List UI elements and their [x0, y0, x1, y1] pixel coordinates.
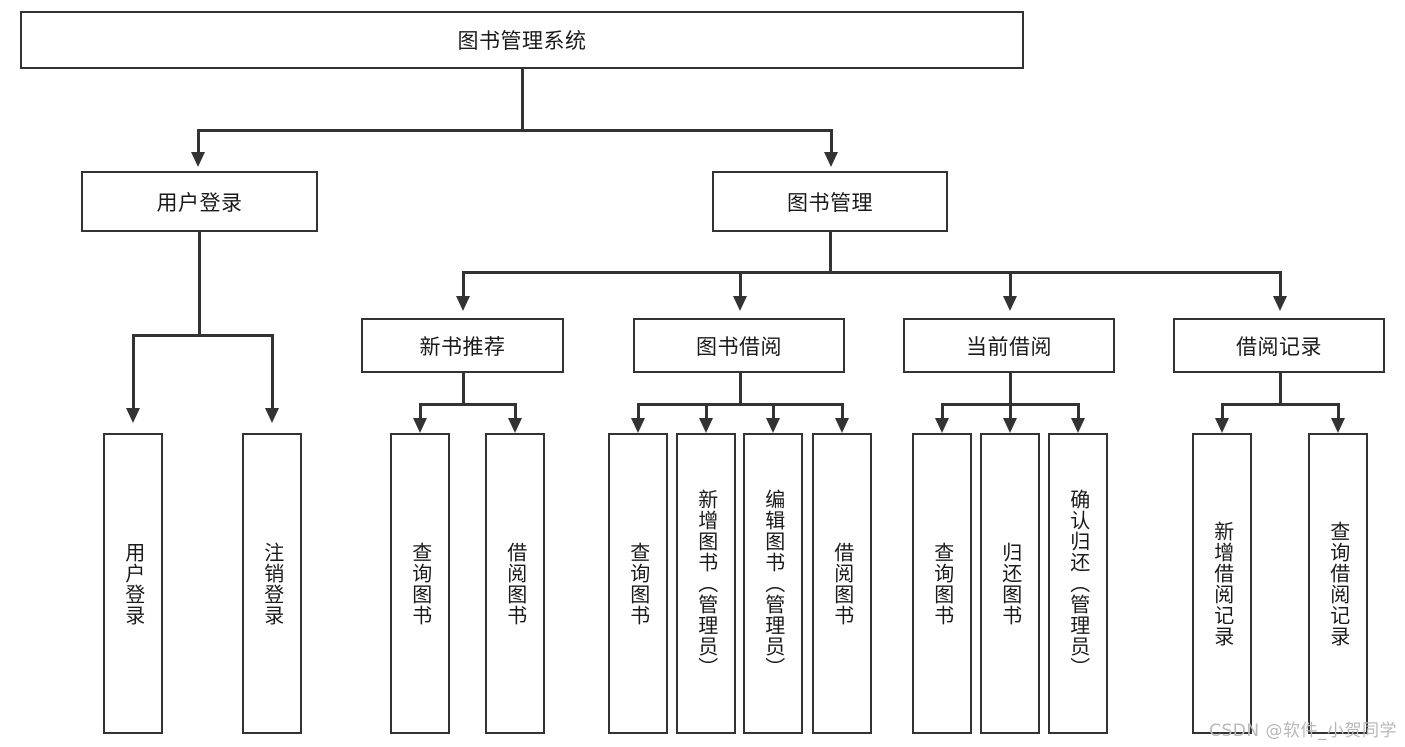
- node-label: 新书推荐: [419, 334, 506, 359]
- node-label: 借阅图书: [503, 541, 528, 626]
- connector-to-current-borrow: [1009, 271, 1012, 299]
- node-label: 查询图书: [408, 541, 433, 626]
- node-label: 图书管理: [787, 190, 873, 215]
- node-book-borrow[interactable]: 图书借阅: [633, 318, 845, 373]
- node-label: 图书管理系统: [457, 29, 587, 53]
- arrowhead-to-current-borrow: [1003, 296, 1017, 311]
- node-borrow-record[interactable]: 借阅记录: [1173, 318, 1385, 373]
- connector-level3-bus: [463, 271, 1281, 274]
- arrowhead-user-login-to-leaf-2: [265, 408, 279, 423]
- node-label: 借阅记录: [1236, 334, 1322, 359]
- arrowhead-bb-to-leaf-4: [835, 418, 849, 433]
- node-leaf-bb-edit-book-admin[interactable]: 编辑图书（管理员）: [743, 433, 803, 734]
- connector-to-borrow-record: [1279, 271, 1282, 299]
- connector-nbr-to-leaf-2: [514, 403, 517, 421]
- connector-cb-to-leaf-2: [1009, 403, 1012, 421]
- node-leaf-cb-return-book[interactable]: 归还图书: [980, 433, 1040, 734]
- node-leaf-br-add-record[interactable]: 新增借阅记录: [1192, 433, 1252, 734]
- connector-nbr-to-leaf-1: [419, 403, 422, 421]
- connector-borrow-record-bus: [1222, 403, 1339, 406]
- node-new-book-recommend[interactable]: 新书推荐: [361, 318, 564, 373]
- arrowhead-nbr-to-leaf-1: [413, 418, 427, 433]
- node-label: 注销登录: [260, 541, 285, 626]
- connector-book-borrow-stem: [739, 373, 742, 405]
- node-leaf-nbr-query-book[interactable]: 查询图书: [390, 433, 450, 734]
- arrowhead-user-login-to-leaf-1: [126, 408, 140, 423]
- node-leaf-bb-borrow-book[interactable]: 借阅图书: [812, 433, 872, 734]
- connector-user-login-to-leaf-2: [271, 334, 274, 411]
- connector-cb-to-leaf-3: [1077, 403, 1080, 421]
- arrowhead-to-new-book-recommend: [456, 296, 470, 311]
- connector-root-to-user-login: [197, 129, 200, 155]
- arrowhead-root-to-book-management: [824, 152, 838, 167]
- node-root-book-management-system[interactable]: 图书管理系统: [20, 11, 1024, 69]
- node-book-management[interactable]: 图书管理: [712, 171, 948, 232]
- connector-new-book-recommend-stem: [462, 373, 465, 405]
- node-label: 图书借阅: [696, 334, 782, 359]
- node-label: 用户登录: [121, 541, 146, 626]
- connector-book-borrow-bus: [638, 403, 843, 406]
- node-leaf-bb-query-book[interactable]: 查询图书: [608, 433, 668, 734]
- node-label: 查询图书: [930, 541, 955, 626]
- connector-user-login-bus: [133, 334, 273, 337]
- connector-user-login-stem: [198, 232, 201, 336]
- arrowhead-nbr-to-leaf-2: [508, 418, 522, 433]
- arrowhead-to-borrow-record: [1273, 296, 1287, 311]
- connector-bb-to-leaf-2: [705, 403, 708, 421]
- node-leaf-bb-add-book-admin[interactable]: 新增图书（管理员）: [676, 433, 736, 734]
- node-leaf-cb-confirm-return-admin[interactable]: 确认归还（管理员）: [1048, 433, 1108, 734]
- node-label: 新增借阅记录: [1210, 520, 1235, 647]
- connector-to-book-borrow: [739, 271, 742, 299]
- arrowhead-br-to-leaf-2: [1331, 418, 1345, 433]
- node-leaf-cb-query-book[interactable]: 查询图书: [912, 433, 972, 734]
- connector-bb-to-leaf-3: [772, 403, 775, 421]
- connector-br-to-leaf-2: [1337, 403, 1340, 421]
- connector-bb-to-leaf-4: [841, 403, 844, 421]
- node-label: 编辑图书（管理员）: [761, 489, 786, 678]
- connector-current-borrow-stem: [1009, 373, 1012, 405]
- connector-root-stem: [521, 69, 524, 131]
- node-user-login[interactable]: 用户登录: [81, 171, 318, 232]
- node-label: 借阅图书: [830, 541, 855, 626]
- arrowhead-bb-to-leaf-2: [699, 418, 713, 433]
- connector-new-book-recommend-bus: [420, 403, 516, 406]
- arrowhead-cb-to-leaf-2: [1003, 418, 1017, 433]
- connector-borrow-record-stem: [1279, 373, 1282, 405]
- arrowhead-cb-to-leaf-3: [1071, 418, 1085, 433]
- node-leaf-nbr-borrow-book[interactable]: 借阅图书: [485, 433, 545, 734]
- connector-br-to-leaf-1: [1221, 403, 1224, 421]
- arrowhead-bb-to-leaf-1: [631, 418, 645, 433]
- node-label: 新增图书（管理员）: [694, 489, 719, 678]
- node-label: 归还图书: [998, 541, 1023, 626]
- node-leaf-user-login[interactable]: 用户登录: [103, 433, 163, 734]
- connector-user-login-to-leaf-1: [132, 334, 135, 411]
- connector-cb-to-leaf-1: [941, 403, 944, 421]
- node-leaf-logout[interactable]: 注销登录: [242, 433, 302, 734]
- arrowhead-to-book-borrow: [733, 296, 747, 311]
- connector-root-to-book-management: [830, 129, 833, 155]
- connector-root-bus: [198, 129, 833, 132]
- connector-book-management-stem: [829, 232, 832, 274]
- node-label: 查询图书: [626, 541, 651, 626]
- node-label: 用户登录: [156, 190, 243, 215]
- arrowhead-cb-to-leaf-1: [935, 418, 949, 433]
- watermark-text: CSDN @软件_小贺同学: [1209, 721, 1397, 741]
- node-label: 确认归还（管理员）: [1066, 489, 1091, 678]
- arrowhead-root-to-user-login: [191, 152, 205, 167]
- connector-bb-to-leaf-1: [637, 403, 640, 421]
- node-label: 当前借阅: [966, 334, 1052, 359]
- arrowhead-bb-to-leaf-3: [766, 418, 780, 433]
- node-current-borrow[interactable]: 当前借阅: [903, 318, 1115, 373]
- arrowhead-br-to-leaf-1: [1215, 418, 1229, 433]
- node-leaf-br-query-record[interactable]: 查询借阅记录: [1308, 433, 1368, 734]
- node-label: 查询借阅记录: [1326, 520, 1351, 647]
- connector-to-new-book-recommend: [462, 271, 465, 299]
